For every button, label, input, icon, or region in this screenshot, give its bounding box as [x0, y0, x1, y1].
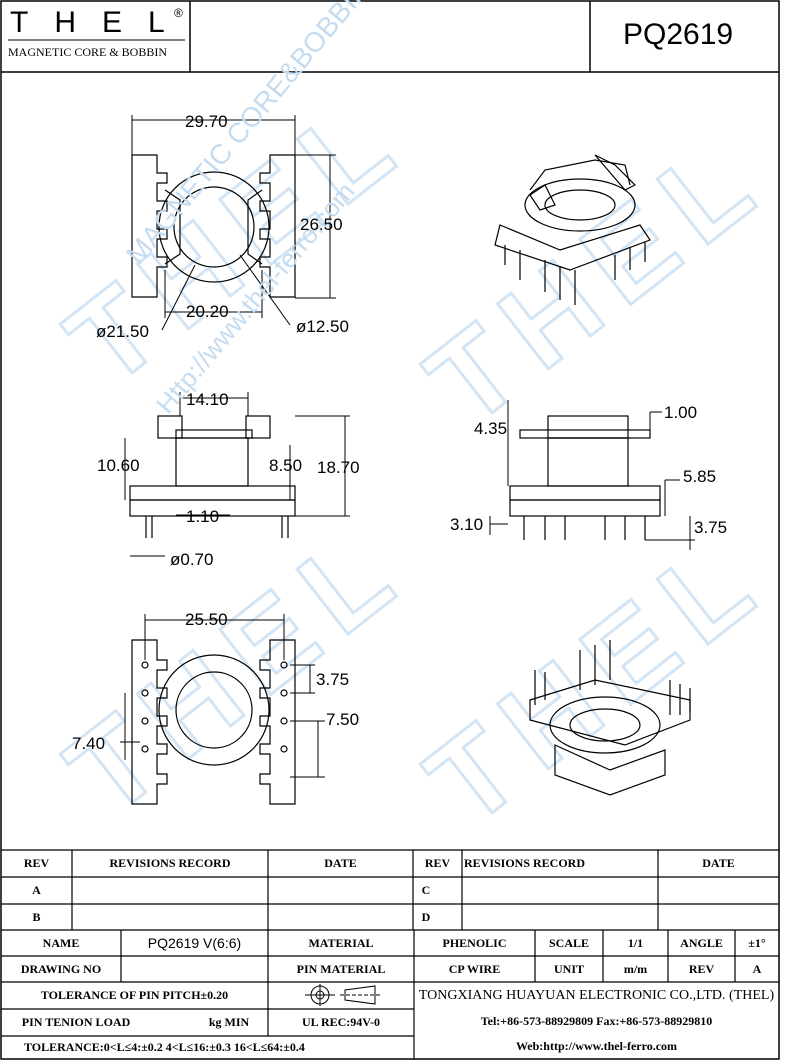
top-view	[131, 154, 296, 298]
website: Web:http://www.thel-ferro.com	[515, 1039, 678, 1053]
company-name: TONGXIANG HUAYUAN ELECTRONIC CO.,LTD. (T…	[418, 987, 775, 1003]
watermark: THEL THEL THEL THEL	[42, 66, 791, 852]
tolerance-ranges: TOLERANCE:0<L≤4:±0.2 4<L≤16:±0.3 16<L≤64…	[24, 1040, 305, 1054]
table-grid	[1, 849, 779, 1059]
unit-label: UNIT	[553, 961, 584, 976]
pin-material-label: PIN MATERIAL	[296, 961, 386, 976]
rev-d: D	[421, 909, 431, 924]
iso-view-top	[494, 154, 651, 305]
tolerance-pitch: TOLERANCE OF PIN PITCH±0.20	[40, 988, 229, 1002]
dim-bot-left: 7.40	[72, 734, 106, 753]
dim-bot-width: 25.50	[185, 610, 228, 629]
material-value: PHENOLIC	[442, 935, 507, 950]
name-value: PQ2619 V(6:6)	[147, 935, 242, 951]
side-view-dims	[124, 392, 350, 557]
rev-c: C	[421, 883, 431, 897]
rev-record-header-2: REVISIONS RECORD	[463, 856, 586, 870]
pin-material-value: CP WIRE	[448, 961, 501, 976]
dim-front-top: 4.35	[474, 419, 508, 438]
dim-bot-pitch: 3.75	[316, 670, 350, 689]
dim-bot-row: 7.50	[326, 710, 360, 729]
dim-side-total: 18.70	[317, 458, 360, 477]
dim-top-width: 29.70	[185, 112, 228, 131]
dim-front-flange: 1.00	[664, 403, 698, 422]
svg-text:THEL: THEL	[44, 498, 430, 841]
dim-side-h1: 10.60	[97, 456, 140, 475]
angle-value: ±1°	[748, 935, 766, 950]
name-label: NAME	[42, 935, 80, 950]
front-view-dims	[489, 400, 695, 550]
drawing-no-label: DRAWING NO	[20, 961, 102, 976]
ul-rating: UL REC:94V-0	[301, 1015, 381, 1029]
material-label: MATERIAL	[308, 935, 374, 950]
rev-header-2: REV	[424, 856, 451, 870]
dim-front-h: 5.85	[683, 467, 717, 486]
bottom-view-dims	[120, 614, 325, 778]
dim-side-pin-dia: ø0.70	[170, 550, 214, 569]
rev-record-header-1: REVISIONS RECORD	[109, 856, 231, 870]
pin-tension-label: PIN TENION LOAD	[21, 1015, 131, 1029]
pin-tension-unit: kg MIN	[208, 1015, 250, 1029]
contact-info: Tel:+86-573-88929809 Fax:+86-573-8892981…	[480, 1014, 713, 1028]
dim-side-flange: 14.10	[186, 390, 229, 409]
dim-front-pin2: 3.75	[694, 518, 728, 537]
rev-b: B	[32, 909, 41, 924]
dim-side-pin-dist: 1.10	[186, 507, 220, 526]
dim-side-h2: 8.50	[269, 456, 303, 475]
dim-top-id: ø12.50	[296, 317, 349, 336]
dim-top-od: ø21.50	[96, 322, 149, 341]
part-number: PQ2619	[623, 18, 734, 51]
rev-value: A	[752, 961, 762, 976]
rev-label: REV	[688, 961, 715, 976]
bottom-view	[131, 639, 296, 805]
logo-brand: THEL	[10, 6, 191, 39]
dim-top-inner: 20.20	[186, 302, 229, 321]
rev-header-1: REV	[23, 856, 50, 870]
rev-a: A	[32, 883, 41, 897]
svg-text:THEL: THEL	[404, 508, 790, 851]
side-view	[129, 415, 296, 538]
logo-registered: ®	[174, 6, 183, 20]
scale-value: 1/1	[627, 935, 644, 950]
date-header-2: DATE	[702, 856, 735, 870]
dim-top-height: 26.50	[300, 215, 343, 234]
dim-front-pin: 3.10	[450, 515, 484, 534]
logo-tagline: MAGNETIC CORE & BOBBIN	[8, 45, 168, 59]
projection-symbol	[305, 984, 380, 1006]
unit-value: m/m	[623, 961, 648, 976]
scale-label: SCALE	[548, 935, 589, 950]
date-header-1: DATE	[324, 856, 357, 870]
svg-text:THEL: THEL	[404, 108, 790, 451]
iso-view-bottom	[529, 640, 691, 796]
angle-label: ANGLE	[680, 935, 723, 950]
front-view	[509, 415, 661, 540]
top-view-dims	[131, 115, 336, 331]
